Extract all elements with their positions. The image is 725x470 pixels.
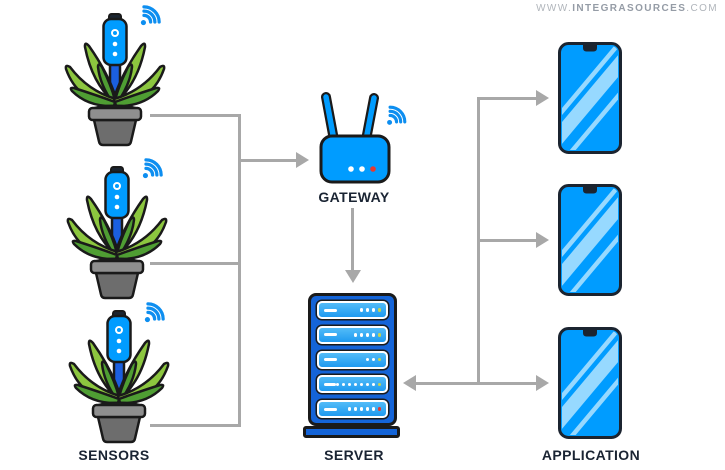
plant-sensor-icon (66, 4, 164, 145)
arrow-bus-to-phone1 (478, 96, 537, 100)
arrowhead-to-gateway (296, 152, 309, 168)
arrowhead-to-phone2 (536, 232, 549, 248)
server-node (303, 293, 400, 440)
application-label: APPLICATION (541, 447, 641, 463)
gateway-label: GATEWAY (318, 189, 390, 205)
link-sensor2-bus (150, 261, 240, 265)
server-slot-dash (324, 358, 337, 361)
arrowhead-to-server-right (403, 375, 416, 391)
watermark-prefix: WWW. (536, 3, 573, 14)
watermark-suffix: .COM (686, 3, 718, 14)
arrowhead-to-phone1 (536, 90, 549, 106)
server-slot (317, 301, 388, 319)
plant-sensor-1 (58, 3, 170, 147)
server-status-led-warning (377, 357, 381, 362)
server-status-led-warning (377, 308, 381, 312)
application-phone-1 (558, 42, 622, 154)
server-rack-icon (308, 293, 397, 426)
smartphone-icon (558, 42, 622, 154)
arrow-gateway-to-server (351, 208, 354, 272)
smartphone-icon (558, 327, 622, 439)
server-slot (317, 375, 388, 394)
server-status-led-warning (377, 333, 381, 337)
gateway-node (300, 88, 412, 185)
server-slot-dash (324, 333, 337, 337)
server-slot-leds (335, 382, 381, 386)
sensor-bus-line (238, 113, 241, 427)
server-slot-leds (353, 333, 381, 337)
server-slot-dash (324, 382, 336, 386)
server-slot-leds (365, 357, 381, 362)
wifi-router-icon (321, 97, 408, 182)
server-slot-dash (324, 407, 337, 411)
smartphone-icon (558, 184, 622, 296)
link-server-phone3 (415, 381, 537, 385)
application-phone-3 (558, 327, 622, 439)
application-phone-2 (558, 184, 622, 296)
watermark-brand: INTEGRASOURCES (572, 3, 687, 14)
link-sensor1-bus (150, 113, 240, 117)
server-slot (317, 325, 388, 344)
plant-sensor-icon (68, 157, 166, 298)
watermark: WWW.INTEGRASOURCES.COM (536, 3, 718, 14)
arrowhead-to-server (344, 270, 361, 283)
arrow-bus-to-phone2 (478, 238, 537, 242)
server-slot-leds (359, 308, 381, 312)
plant-sensor-icon (70, 301, 168, 442)
arrowhead-to-phone3 (536, 375, 549, 391)
server-slot (317, 350, 388, 369)
plant-sensor-3 (62, 300, 174, 444)
server-status-led-alert (377, 407, 381, 411)
server-base (303, 426, 400, 438)
server-slot (317, 400, 388, 418)
server-slot-dash (324, 308, 337, 312)
plant-sensor-2 (60, 156, 172, 300)
link-sensor3-bus (150, 423, 240, 427)
arrow-bus-to-gateway (240, 158, 297, 162)
server-status-led-warning (377, 382, 381, 386)
server-label: SERVER (324, 447, 384, 463)
server-slot-leds (347, 407, 381, 411)
sensors-label: SENSORS (78, 447, 150, 463)
